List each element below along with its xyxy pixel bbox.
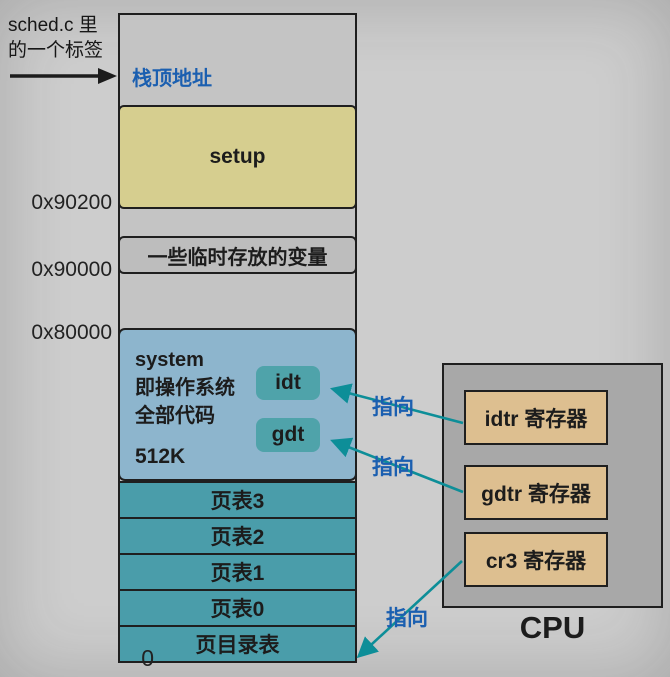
temp-vars-block: 一些临时存放的变量	[118, 236, 357, 274]
cr3-register-box: cr3 寄存器	[464, 532, 608, 587]
system-line2: 即操作系统	[135, 377, 235, 399]
sched-label-note: sched.c 里 的一个标签	[8, 14, 120, 63]
gdt-box: gdt	[256, 418, 320, 452]
address-label-zero: 0	[141, 645, 154, 671]
sched-arrow-head	[98, 68, 117, 84]
address-label-0x90000: 0x90000	[31, 258, 112, 281]
page-directory-row: 页目录表	[118, 625, 357, 663]
gdtr-register-box: gdtr 寄存器	[464, 465, 608, 520]
system-line3: 全部代码	[135, 405, 215, 427]
idtr-register-label: idtr 寄存器	[484, 407, 588, 431]
system-line1: system	[135, 349, 204, 371]
system-size-label: 512K	[135, 445, 186, 468]
gdtr-register-label: gdtr 寄存器	[481, 482, 591, 506]
sched-note-line1: sched.c 里	[8, 15, 98, 36]
cpu-title: CPU	[519, 610, 586, 645]
temp-vars-label: 一些临时存放的变量	[147, 246, 328, 269]
page-table-rows: 页表3 页表2 页表1 页表0 页目录表	[118, 481, 357, 663]
sched-note-line2: 的一个标签	[8, 39, 104, 61]
idt-box: idt	[256, 366, 320, 400]
page-table-row-2: 页表2	[118, 517, 357, 555]
system-description: system 即操作系统 全部代码	[135, 346, 235, 430]
gdt-label: gdt	[271, 423, 305, 446]
stack-top-address-label: 栈顶地址	[132, 68, 212, 90]
page-table-row-1: 页表1	[118, 553, 357, 591]
idt-label: idt	[275, 371, 301, 394]
points-to-label-page-directory: 指向	[386, 607, 428, 630]
points-to-label-gdt: 指向	[372, 456, 414, 479]
address-label-0x80000: 0x80000	[31, 321, 112, 344]
system-block: system 即操作系统 全部代码 512K	[118, 328, 357, 481]
points-to-label-idt: 指向	[372, 396, 414, 419]
page-table-row-0: 页表0	[118, 589, 357, 627]
page-table-row-3: 页表3	[118, 481, 357, 519]
address-label-0x90200: 0x90200	[31, 191, 112, 214]
setup-block: setup	[118, 105, 357, 209]
cr3-register-label: cr3 寄存器	[485, 549, 587, 573]
idtr-register-box: idtr 寄存器	[464, 390, 608, 445]
setup-label: setup	[209, 145, 266, 168]
